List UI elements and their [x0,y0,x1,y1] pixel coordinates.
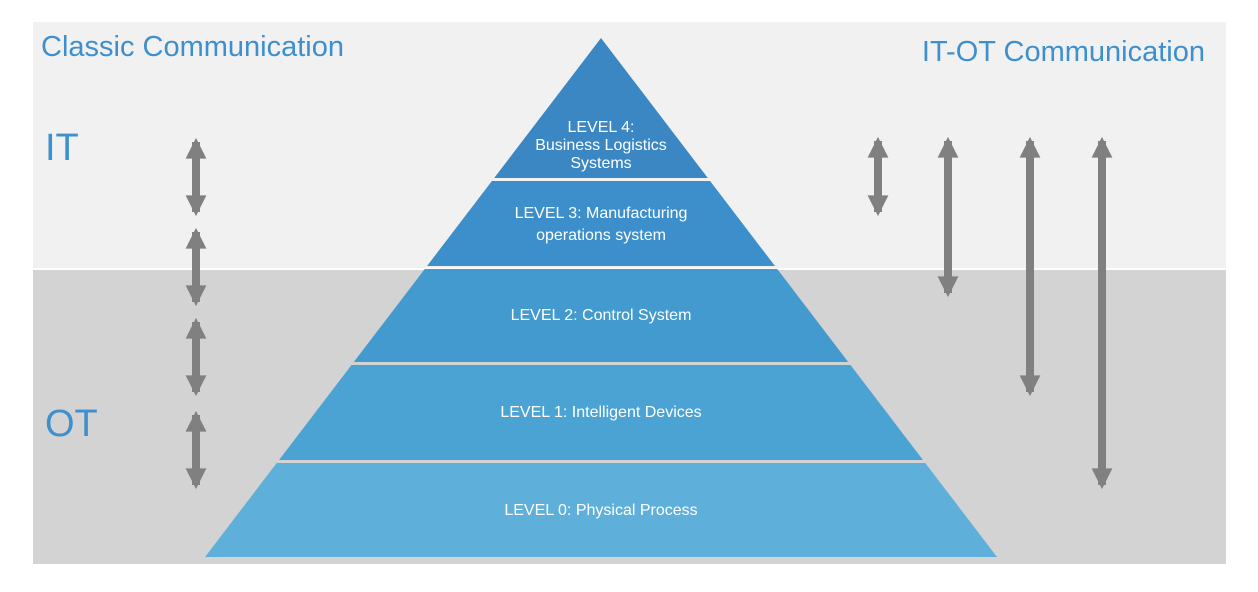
level-4-label-line: Systems [570,155,631,172]
pyramid-level-2-tier [353,269,849,362]
level-4-label-line: Business Logistics [535,137,667,154]
level-3-label-line: operations system [536,227,666,244]
level-3-label-line: LEVEL 3: Manufacturing [515,205,688,222]
level-2-label-line: LEVEL 2: Control System [511,307,692,324]
it-zone-label: IT [45,127,79,169]
pyramid-level-4-tier [494,38,708,178]
level-0-label-line: LEVEL 0: Physical Process [504,502,697,519]
it-ot-communication-arrows [867,136,1113,490]
pyramid-level-0-tier [205,463,997,557]
it-ot-communication-title: IT-OT Communication [922,36,1205,68]
classic-communication-title: Classic Communication [41,31,344,63]
pyramid-level-1-tier [279,365,923,460]
level-1-label-line: LEVEL 1: Intelligent Devices [500,404,701,421]
pyramid-level-3-tier [427,181,775,266]
level-4-label-line: LEVEL 4: [567,119,634,136]
ot-zone-label: OT [45,403,98,445]
